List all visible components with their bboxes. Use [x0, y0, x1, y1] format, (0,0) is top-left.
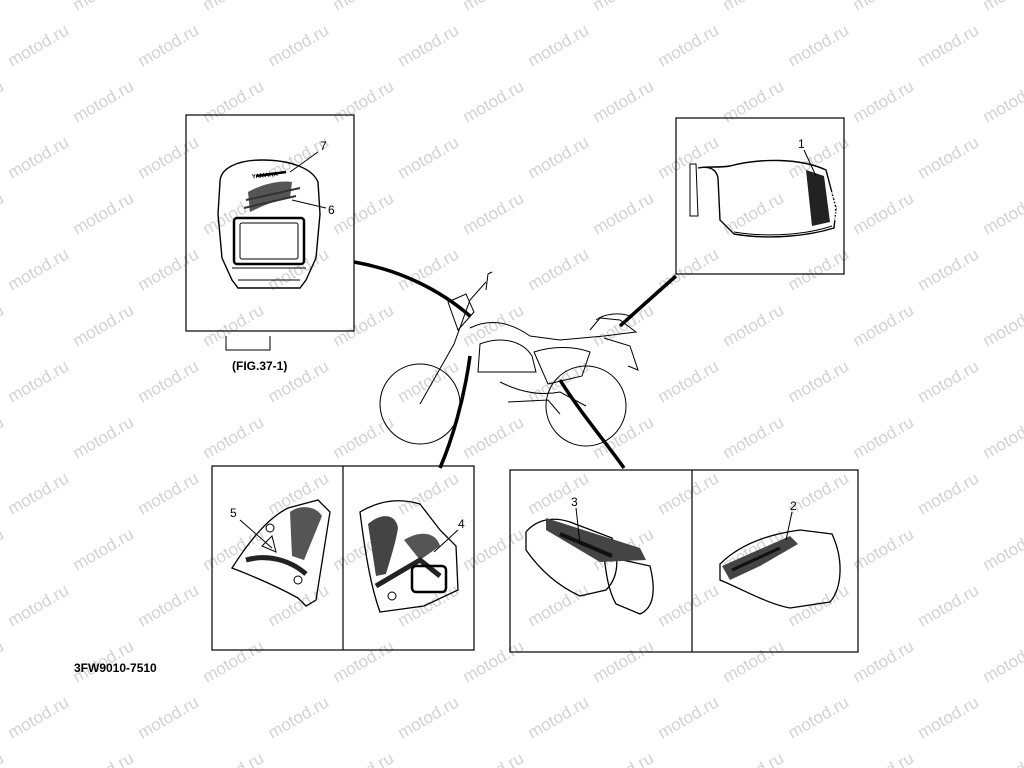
leader-line-7: [289, 151, 319, 173]
leader-line-5: [239, 519, 273, 549]
callout-1: 1: [798, 137, 805, 151]
callout-4: 4: [458, 517, 465, 531]
callout-6: 6: [328, 203, 335, 217]
leader-line-4: [433, 529, 459, 553]
callout-2: 2: [790, 499, 797, 513]
motorcycle-outline: [379, 271, 639, 447]
connector-sidecover: [558, 379, 626, 470]
tank-graphic-left-part: [231, 499, 331, 607]
headlight-cover-part: [217, 159, 321, 289]
side-cover-right-part: [719, 529, 841, 609]
connector-headlight: [353, 260, 472, 318]
fig-ref-bracket: [225, 336, 271, 351]
leader-line-6: [291, 199, 327, 209]
panel-seat: [675, 117, 845, 275]
callout-7: 7: [320, 139, 327, 153]
panel-tank-graphics: [211, 465, 475, 651]
leader-line-1: [803, 149, 817, 177]
brand-marking-headlight: YAMAHA: [252, 172, 279, 181]
callout-3: 3: [571, 495, 578, 509]
figure-reference: (FIG.37-1): [232, 359, 287, 373]
leader-line-3: [575, 507, 581, 545]
side-cover-left-part: [525, 518, 654, 615]
leader-line-2: [785, 511, 793, 541]
panel-headlight-cover: [185, 114, 355, 351]
seat-part: [689, 159, 837, 238]
connector-seat: [618, 274, 678, 328]
panel-side-covers: [509, 469, 859, 653]
callout-5: 5: [230, 506, 237, 520]
drawing-number: 3FW9010-7510: [74, 661, 157, 675]
tank-graphic-right-part: [359, 500, 459, 613]
